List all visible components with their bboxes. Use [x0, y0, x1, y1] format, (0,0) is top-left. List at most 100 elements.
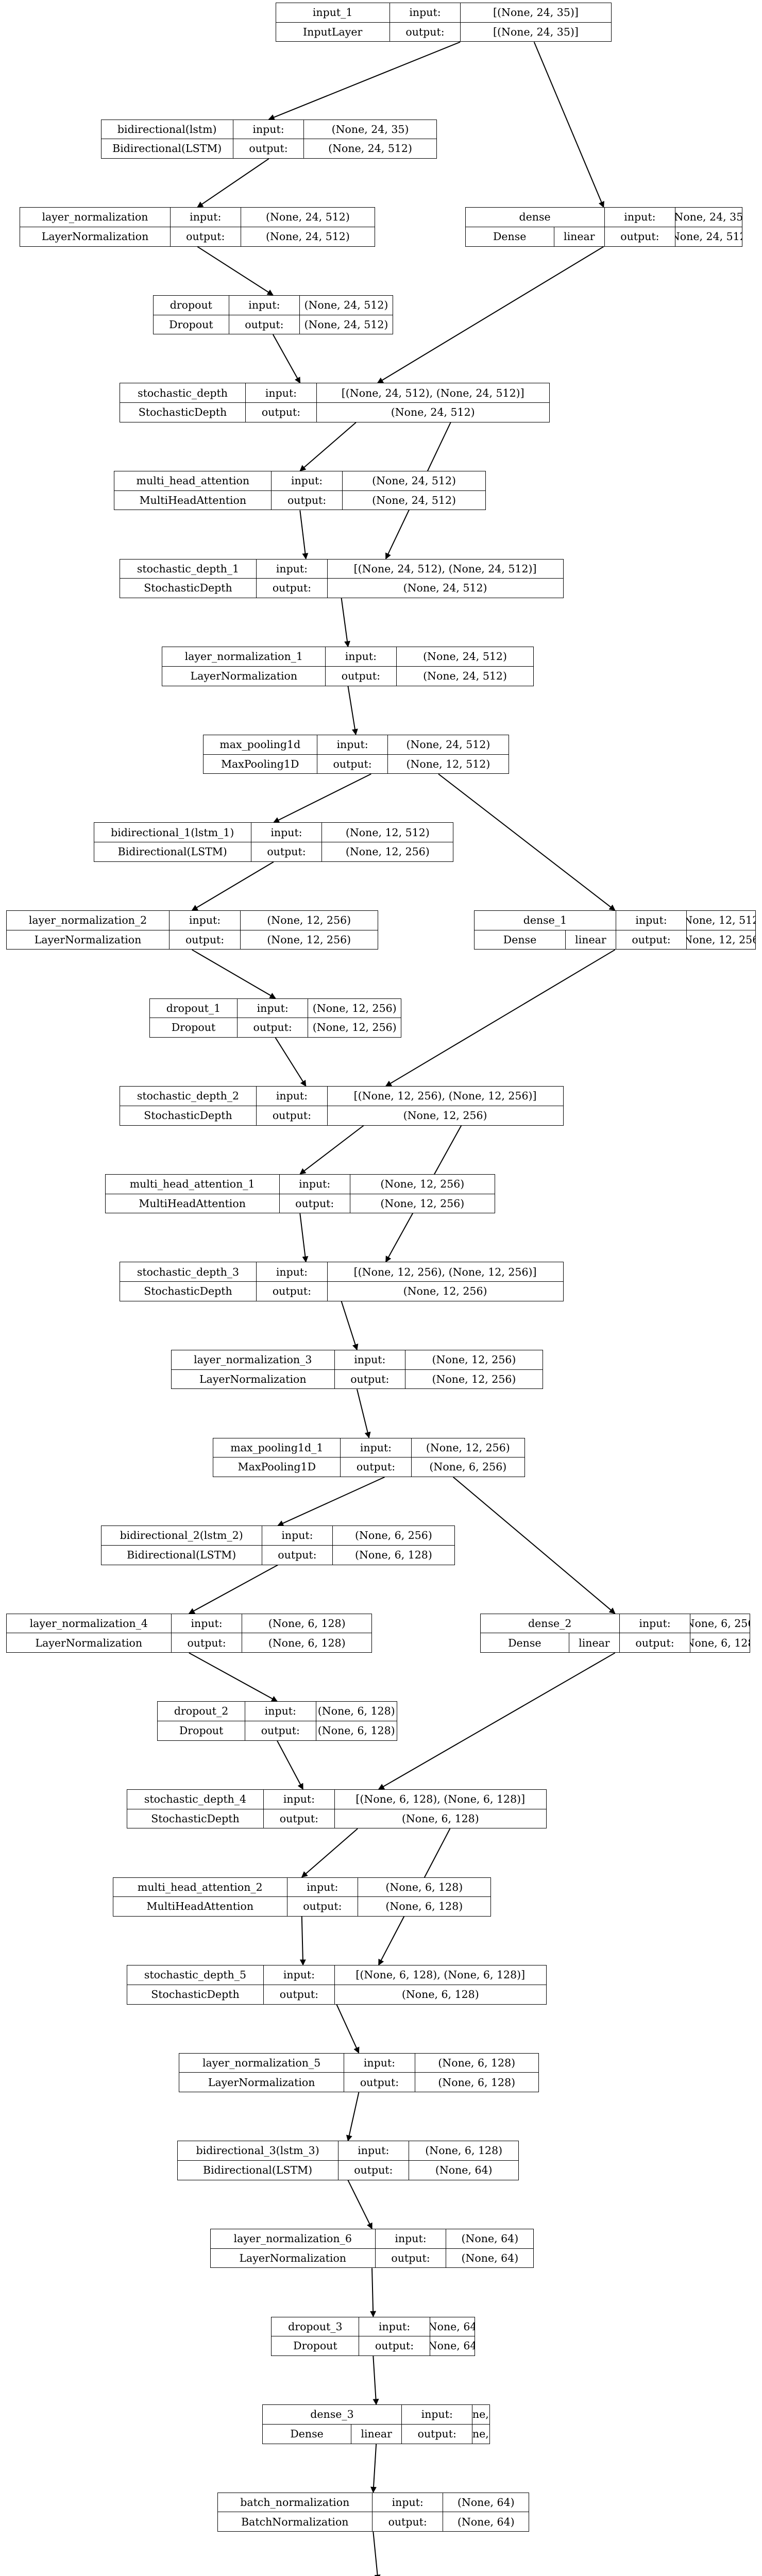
output-shape: (None, 6, 128)	[690, 1636, 749, 1649]
output-label: output:	[335, 1369, 406, 1389]
layer-class: Dense	[466, 227, 554, 246]
output-shape: (None, 64)	[472, 2427, 489, 2440]
layer-class: MultiHeadAttention	[106, 1194, 280, 1213]
input-label: input:	[257, 559, 328, 579]
output-label: output:	[402, 2424, 473, 2444]
output-shape: (None, 6, 128)	[401, 1988, 479, 2001]
output-shape: (None, 24, 512)	[265, 230, 350, 243]
layer-name: stochastic_depth	[120, 383, 246, 403]
input-shape: [(None, 24, 35)]	[493, 6, 579, 19]
layer-name: bidirectional(lstm)	[101, 120, 233, 139]
input-shape: (None, 24, 512)	[304, 298, 388, 311]
input-shape: [(None, 24, 512), (None, 24, 512)]	[353, 562, 537, 575]
edge-max_pooling1d-to-dense_1	[438, 773, 616, 911]
edge-dropout-to-stochastic_depth	[273, 334, 301, 384]
output-shape: (None, 24, 512)	[304, 318, 388, 331]
edge-bidirectional-to-layer_normalization	[197, 158, 269, 208]
layer-class: LayerNormalization	[7, 930, 170, 950]
input-shape: (None, 12, 256)	[312, 1002, 397, 1014]
input-shape: (None, 12, 256)	[432, 1353, 516, 1366]
edge-bidirectional_2-to-layer_normalization_4	[188, 1564, 278, 1614]
input-shape: [(None, 6, 128), (None, 6, 128)]	[355, 1793, 526, 1806]
output-label: output:	[245, 1721, 316, 1740]
layer-class: Dense	[263, 2424, 352, 2444]
output-label: output:	[359, 2336, 430, 2355]
layer-name: bidirectional_1(lstm_1)	[94, 823, 251, 842]
output-label: output:	[264, 1985, 335, 2004]
edge-bidirectional_3-to-layer_normalization_6	[347, 2180, 372, 2230]
input-label: input:	[341, 1438, 412, 1458]
layer-node-bidirectional_2[interactable]: bidirectional_2(lstm_2)input:(None, 6, 2…	[100, 1526, 455, 1565]
output-label: output:	[326, 666, 397, 686]
input-label: input:	[170, 911, 241, 930]
edge-max_pooling1d-to-bidirectional_1	[273, 773, 371, 823]
input-shape: [(None, 12, 256), (None, 12, 256)]	[353, 1090, 537, 1103]
layer-name: layer_normalization_3	[172, 1350, 335, 1369]
output-shape: (None, 6, 128)	[355, 1548, 432, 1561]
output-label: output:	[341, 1458, 412, 1477]
input-label: input:	[605, 208, 676, 227]
layer-class: Dense	[475, 930, 566, 950]
output-label: output:	[390, 22, 461, 42]
edge-max_pooling1d_1-to-dense_2	[453, 1477, 616, 1614]
output-label: output:	[257, 1282, 328, 1301]
output-shape: [(None, 24, 35)]	[493, 25, 579, 38]
layer-node-bidirectional[interactable]: bidirectional(lstm)input:(None, 24, 35)B…	[100, 119, 437, 159]
input-shape: (None, 6, 128)	[385, 1880, 463, 1893]
input-shape: (None, 24, 512)	[406, 738, 490, 751]
output-label: output:	[229, 315, 300, 334]
input-shape: (None, 24, 512)	[423, 650, 507, 663]
layer-class: StochasticDepth	[120, 1106, 257, 1125]
layer-name: layer_normalization_2	[7, 911, 170, 930]
layer-node-bidirectional_3[interactable]: bidirectional_3(lstm_3)input:(None, 6, 1…	[177, 2141, 519, 2180]
layer-class: MaxPooling1D	[204, 754, 317, 774]
input-label: input:	[338, 2141, 410, 2161]
output-shape: (None, 12, 256)	[380, 1197, 465, 1210]
input-label: input:	[359, 2317, 430, 2336]
input-label: input:	[620, 1614, 691, 1633]
edge-batch_normalization-to-activation	[372, 2532, 381, 2576]
output-shape: (None, 6, 128)	[401, 1812, 479, 1825]
layer-name: max_pooling1d	[204, 735, 317, 754]
output-shape: (None, 6, 256)	[429, 1461, 507, 1473]
output-label: output:	[620, 1633, 691, 1653]
input-label: input:	[335, 1350, 406, 1369]
layer-node-bidirectional_1[interactable]: bidirectional_1(lstm_1)input:(None, 12, …	[93, 822, 454, 862]
input-shape: (None, 6, 256)	[690, 1617, 749, 1630]
input-shape: (None, 64)	[461, 2232, 519, 2245]
input-shape: (None, 24, 512)	[265, 211, 350, 224]
edge-max_pooling1d_1-to-bidirectional_2	[277, 1477, 385, 1527]
edge-stochastic_depth_3-to-layer_normalization_3	[341, 1301, 359, 1351]
layer-class: Bidirectional(LSTM)	[178, 2161, 338, 2180]
layer-class: StochasticDepth	[127, 1809, 264, 1828]
layer-class: StochasticDepth	[120, 1282, 257, 1301]
